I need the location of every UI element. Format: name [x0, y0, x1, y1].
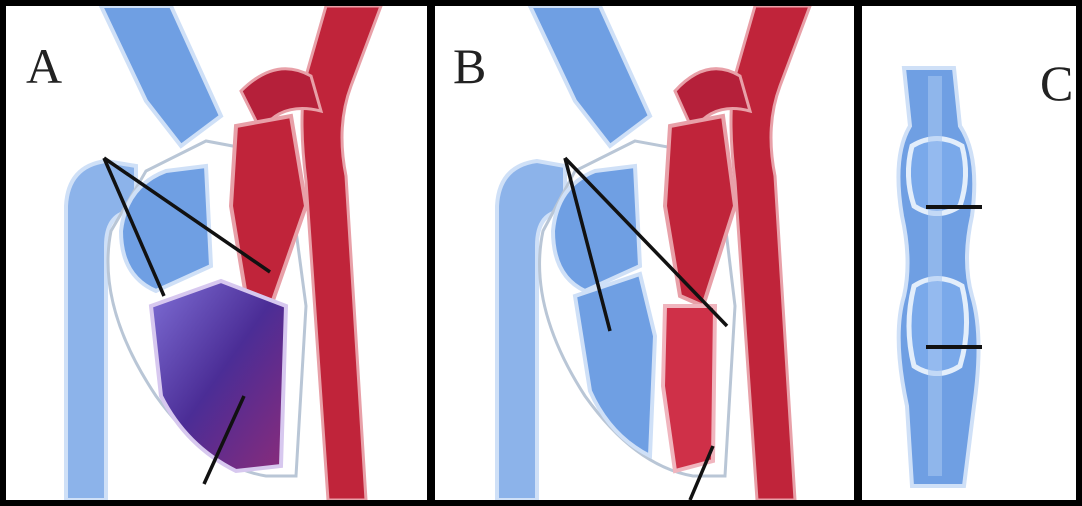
- panel-b: B: [435, 6, 854, 500]
- panel-c: C: [862, 6, 1076, 500]
- heart-diagram-a: [6, 6, 427, 500]
- panel-label-b: B: [453, 41, 486, 91]
- left-ventricle: [663, 306, 715, 471]
- right-ventricle: [575, 274, 655, 456]
- ventricle-mixed: [151, 281, 286, 471]
- superior-vein: [530, 6, 650, 146]
- vein-highlight: [928, 76, 942, 476]
- aorta: [302, 6, 381, 500]
- panel-a: A: [6, 6, 427, 500]
- aorta: [731, 6, 810, 500]
- heart-diagram-b: [435, 6, 854, 500]
- superior-vein: [101, 6, 221, 146]
- panel-label-c: C: [1040, 58, 1073, 108]
- panel-label-a: A: [26, 41, 62, 91]
